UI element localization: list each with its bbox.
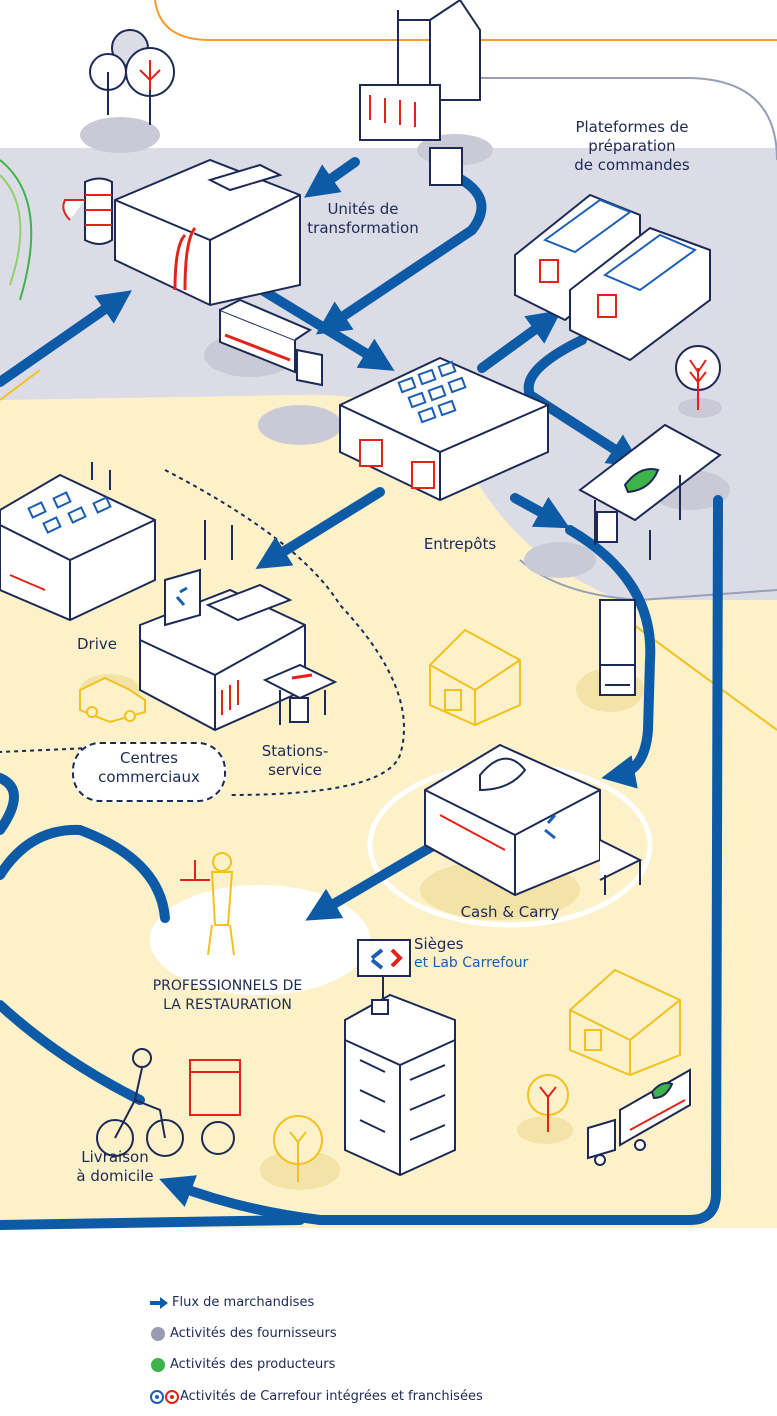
label-warehouses: Entrepôts (423, 535, 497, 553)
tree-icon-top (89, 29, 175, 125)
flow-warehouse-to-station (510, 493, 570, 529)
legend-producers: Activités des producteurs (170, 1357, 336, 1372)
car-icon (79, 676, 146, 724)
gas-station-icon (578, 423, 722, 560)
flow-warehouse-to-drive (255, 487, 385, 569)
flow-left-loop (0, 773, 19, 835)
flow-crane-to-factory (304, 157, 360, 198)
flow-left-to-bike (0, 1000, 145, 1105)
orange-frame (154, 0, 777, 41)
green-dot-icon (151, 1358, 165, 1372)
yellow-line-left (0, 369, 41, 401)
truck-icon (219, 298, 323, 387)
label-units: Unités de transformation (307, 200, 419, 237)
grey-dot-icon (151, 1327, 165, 1341)
label-stations: Stations- service (261, 742, 329, 779)
delivery-truck-icon (599, 599, 636, 696)
waiter-icon (180, 852, 235, 956)
legend-suppliers: Activités des fournisseurs (170, 1326, 337, 1341)
hq-building-icon (344, 939, 456, 1177)
crane-icon (359, 0, 481, 186)
flow-bottom-line (0, 1215, 305, 1230)
label-malls: Centres commerciaux (98, 749, 200, 786)
mall-boundary (0, 469, 405, 796)
flow-factory-to-warehouse (257, 285, 395, 371)
house-icon-1 (429, 628, 521, 727)
flow-left-to-factory (0, 290, 132, 387)
flow-return-to-delivery (159, 495, 723, 1225)
label-hq-title: Sièges (414, 935, 464, 953)
malls-bubble (72, 742, 226, 802)
label-restaurants: PROFESSIONNELS DE LA RESTAURATION (152, 978, 303, 1013)
tree-icon-right (675, 345, 721, 410)
factory-building-icon (62, 158, 301, 307)
flow-warehouse-to-platform (477, 310, 562, 373)
producers-ring (0, 159, 33, 301)
platform-buildings-icon (514, 193, 711, 362)
label-drive: Drive (77, 635, 117, 653)
tree-icon-red (527, 1074, 569, 1132)
drive-building-icon (0, 462, 156, 622)
legend-flow: Flux de marchandises (172, 1295, 315, 1310)
flow-platform-to-station (523, 335, 643, 468)
flow-arrows (0, 157, 723, 1230)
tree-icon-yellow (273, 1115, 323, 1182)
flow-station-to-cashcarry (565, 525, 656, 789)
legend-icons (150, 1297, 179, 1404)
house-icon-2 (569, 968, 681, 1077)
legend-carrefour: Activités de Carrefour intégrées et fran… (180, 1389, 483, 1404)
label-platforms: Plateformes de préparation de commandes (574, 118, 690, 174)
cargo-bike-icon (96, 1048, 241, 1157)
flow-left-to-restaurant (0, 824, 170, 923)
double-ring-icon (150, 1390, 179, 1404)
producers-ring-2 (0, 174, 22, 286)
label-hq-sub: et Lab Carrefour (414, 955, 529, 971)
green-logo-truck-icon (587, 1068, 691, 1166)
small-station-icon (262, 663, 338, 725)
flow-crane-to-warehouse (315, 175, 487, 335)
flow-cashcarry-to-restaurant (305, 838, 443, 921)
label-delivery: Livraison à domicile (76, 1148, 154, 1185)
label-cash-carry: Cash & Carry (460, 903, 560, 921)
warehouse-building-icon (339, 356, 549, 502)
cash-carry-building-icon (424, 743, 643, 897)
